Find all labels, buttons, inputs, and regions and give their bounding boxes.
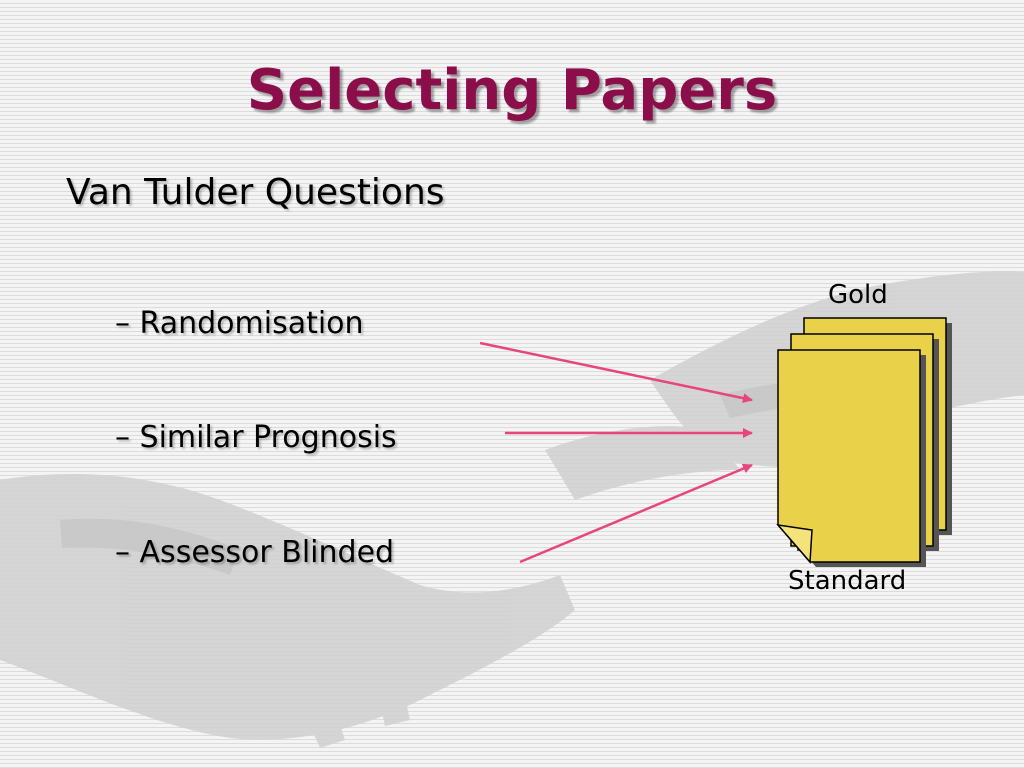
slide-subtitle: Van Tulder Questions (66, 172, 445, 213)
gold-label: Gold (828, 280, 888, 310)
slide-title: Selecting Papers (246, 58, 778, 123)
bullet-assessor-blinded: – Assessor Blinded (115, 535, 395, 570)
arrow-assessor-blinded (519, 463, 753, 564)
bullet-randomisation: – Randomisation (115, 306, 364, 341)
bullet-similar-prognosis: – Similar Prognosis (115, 420, 397, 455)
standard-label: Standard (788, 566, 907, 596)
paper-stack-icon (776, 317, 952, 567)
arrow-randomisation (479, 341, 753, 404)
